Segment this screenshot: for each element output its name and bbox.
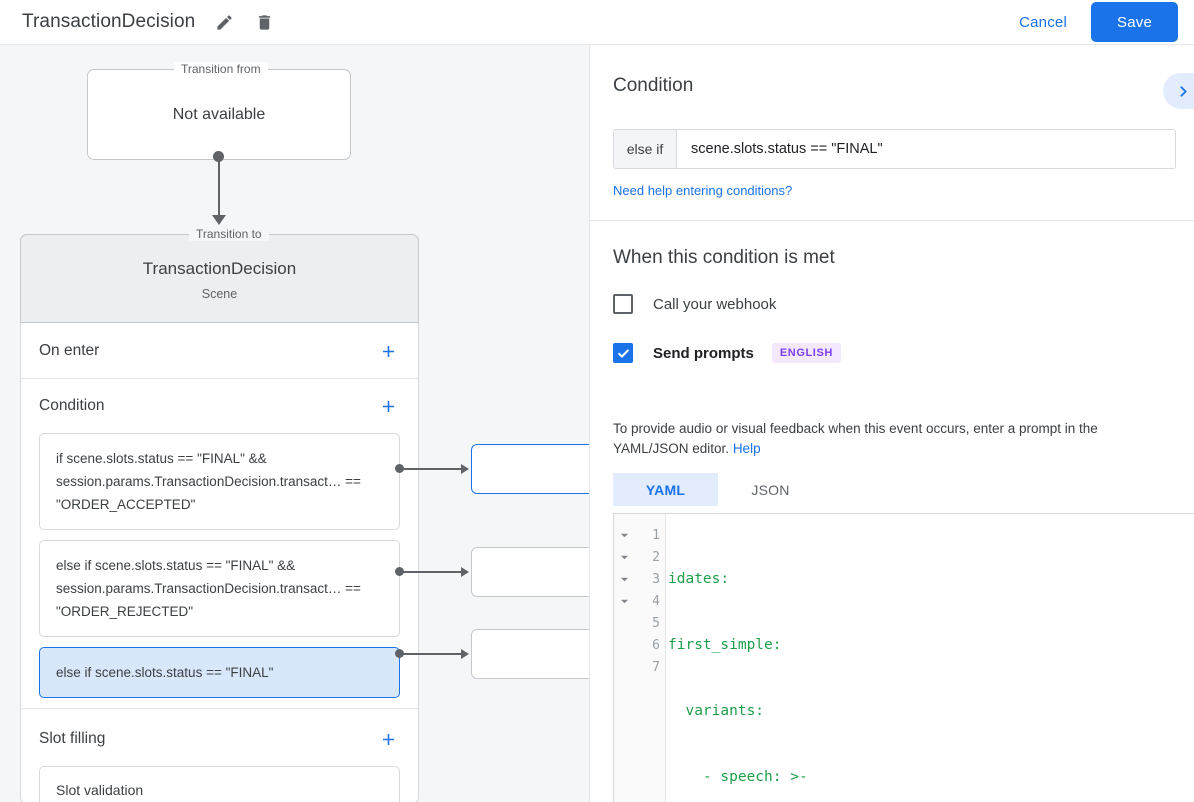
tab-yaml[interactable]: YAML	[613, 473, 718, 506]
transition-from-legend: Transition from	[174, 62, 268, 76]
slot-validation-item[interactable]: Slot validation	[39, 766, 400, 802]
trash-icon[interactable]	[249, 7, 279, 37]
section-title-condition: Condition	[39, 397, 105, 414]
expand-panel-button[interactable]	[1163, 73, 1194, 109]
condition-input[interactable]	[677, 130, 1175, 168]
scene-card: Transition to TransactionDecision Scene …	[20, 227, 419, 802]
line-number: 4	[652, 593, 660, 609]
line-number: 6	[652, 637, 660, 653]
condition-list-item[interactable]: else if scene.slots.status == "FINAL" &&…	[39, 540, 400, 637]
editor-gutter: 1 2 3 4 5 6 7	[614, 514, 666, 802]
section-title-slot-filling: Slot filling	[39, 730, 106, 747]
connector-arrowhead	[212, 215, 226, 225]
condition-detail-panel: Condition else if Need help entering con…	[590, 45, 1194, 802]
edge-line	[400, 468, 462, 470]
gutter-row: 1	[614, 524, 665, 546]
section-divider	[590, 220, 1194, 221]
prompts-description: To provide audio or visual feedback when…	[613, 419, 1165, 459]
plus-icon[interactable]	[376, 394, 400, 418]
edge-line	[400, 653, 462, 655]
code-line: first_simple:	[668, 637, 782, 653]
call-webhook-label: Call your webhook	[653, 295, 777, 313]
gutter-row: 7	[614, 656, 665, 678]
send-prompts-checkbox[interactable]	[613, 343, 633, 363]
condition-input-row: else if	[613, 129, 1176, 169]
fold-arrow-icon[interactable]	[614, 531, 636, 540]
plus-icon[interactable]	[376, 339, 400, 363]
edge-dot	[395, 567, 404, 576]
code-line: - speech: >-	[668, 769, 808, 785]
section-condition: Condition if scene.slots.status == "FINA…	[21, 379, 418, 709]
section-title-on-enter: On enter	[39, 342, 100, 359]
line-number: 2	[652, 549, 660, 565]
pencil-icon[interactable]	[209, 7, 239, 37]
fold-arrow-icon[interactable]	[614, 575, 636, 584]
editor-format-tabs: YAML JSON	[613, 473, 823, 506]
fold-arrow-icon[interactable]	[614, 553, 636, 562]
line-number: 1	[652, 527, 660, 543]
scene-title: TransactionDecision	[142, 259, 297, 278]
gutter-row: 6	[614, 634, 665, 656]
section-on-enter: On enter	[21, 324, 418, 379]
transition-to-legend: Transition to	[189, 227, 269, 241]
top-app-bar: TransactionDecision Cancel Save	[0, 0, 1194, 45]
cancel-button[interactable]: Cancel	[1005, 6, 1081, 39]
send-prompts-row[interactable]: Send prompts ENGLISH	[613, 343, 841, 363]
line-number: 5	[652, 615, 660, 631]
send-prompts-label: Send prompts	[653, 344, 754, 362]
prompts-help-link[interactable]: Help	[732, 441, 761, 456]
divider	[21, 708, 418, 709]
code-editor[interactable]: 1 2 3 4 5 6 7 idates: first_simple: vari…	[613, 513, 1194, 802]
edge-line	[400, 571, 462, 573]
transition-target-box[interactable]	[471, 629, 589, 679]
code-line: variants:	[668, 703, 765, 719]
language-badge: ENGLISH	[771, 343, 841, 363]
condition-list-item-selected[interactable]: else if scene.slots.status == "FINAL"	[39, 647, 400, 698]
call-webhook-row[interactable]: Call your webhook	[613, 294, 776, 314]
flow-canvas[interactable]: Transition from Not available Transition…	[0, 45, 589, 802]
line-number: 7	[652, 659, 660, 675]
gutter-row: 4	[614, 590, 665, 612]
line-number: 3	[652, 571, 660, 587]
scene-header: Transition to TransactionDecision Scene	[20, 227, 419, 323]
condition-help-link[interactable]: Need help entering conditions?	[613, 183, 793, 198]
chevron-right-icon	[1180, 85, 1187, 97]
page-title: TransactionDecision	[22, 11, 196, 32]
edge-dot	[395, 649, 404, 658]
tab-json[interactable]: JSON	[751, 481, 790, 498]
connector-dot	[213, 151, 224, 162]
plus-icon[interactable]	[376, 727, 400, 751]
transition-from-box: Transition from Not available	[87, 62, 351, 160]
transition-target-box[interactable]	[471, 444, 589, 494]
fold-arrow-icon[interactable]	[614, 597, 636, 606]
save-button[interactable]: Save	[1091, 2, 1178, 42]
editor-code-area[interactable]: idates: first_simple: variants: - speech…	[666, 514, 1194, 802]
gutter-row: 3	[614, 568, 665, 590]
code-line: idates:	[668, 571, 730, 587]
section-slot-filling: Slot filling Slot validation	[21, 712, 418, 802]
edge-dot	[395, 464, 404, 473]
prompts-description-text: To provide audio or visual feedback when…	[613, 421, 1098, 456]
edge-arrow	[461, 567, 469, 577]
when-condition-met-heading: When this condition is met	[613, 247, 835, 268]
transition-target-box[interactable]	[471, 547, 589, 597]
gutter-row: 5	[614, 612, 665, 634]
condition-prefix-label: else if	[614, 130, 677, 168]
check-icon	[617, 348, 629, 358]
edge-arrow	[461, 464, 469, 474]
edge-arrow	[461, 649, 469, 659]
scene-subtitle: Scene	[201, 287, 238, 301]
condition-list-item[interactable]: if scene.slots.status == "FINAL" && sess…	[39, 433, 400, 530]
condition-heading: Condition	[613, 75, 694, 96]
panel-divider	[589, 45, 590, 802]
divider	[21, 378, 418, 379]
gutter-row: 2	[614, 546, 665, 568]
connector-line	[218, 157, 220, 219]
transition-from-value: Not available	[172, 105, 266, 123]
call-webhook-checkbox[interactable]	[613, 294, 633, 314]
